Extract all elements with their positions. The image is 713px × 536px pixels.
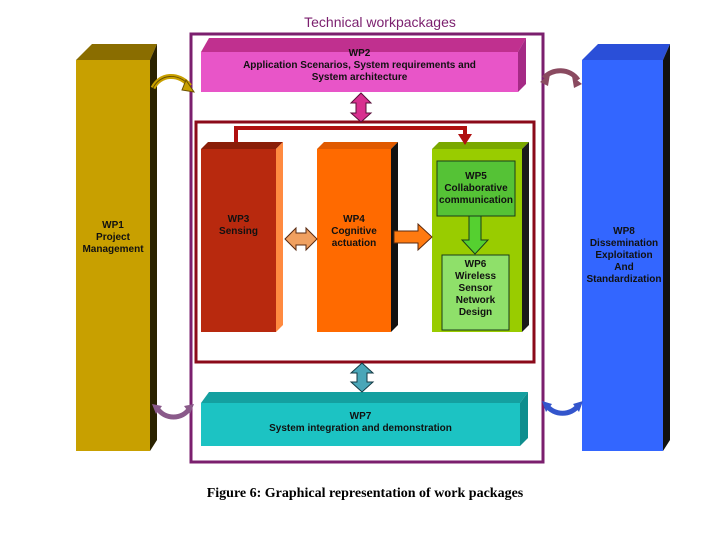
wp7-wp8-curved-arrow xyxy=(544,403,581,416)
wp4-to-wp5-arrow xyxy=(393,222,433,252)
wp8-block xyxy=(582,44,670,451)
wp1-label: WP1 Project Management xyxy=(76,220,150,256)
wp1-wp7-curved-arrow xyxy=(154,406,193,420)
wp6-box xyxy=(441,254,510,331)
wp5-label: WP5 Collaborative communication xyxy=(437,171,515,207)
wp5-id: WP5 xyxy=(465,171,487,182)
wp7-label: WP7 System integration and demonstration xyxy=(201,411,520,435)
technical-frame xyxy=(189,32,545,464)
wp5-to-wp6-arrow xyxy=(460,215,490,255)
wp4-label: WP4 Cognitive actuation xyxy=(317,214,391,250)
wp1-id: WP1 xyxy=(102,220,124,231)
wp4-block xyxy=(317,142,398,332)
wp2-label: WP2 Application Scenarios, System requir… xyxy=(201,48,518,84)
wp2-wp8-curved-arrow xyxy=(542,68,581,82)
wp2-block xyxy=(201,38,526,92)
wp2-inner-double-arrow xyxy=(349,92,373,123)
wp1-block xyxy=(76,44,157,451)
wp6-id: WP6 xyxy=(464,259,487,270)
wp3-wp4-double-arrow xyxy=(284,226,318,252)
inner-wp7-double-arrow xyxy=(349,362,375,393)
wp8-id: WP8 xyxy=(613,226,635,237)
wp2-id: WP2 xyxy=(348,48,371,59)
wp7-block xyxy=(201,392,528,446)
feedback-arrow xyxy=(234,126,467,142)
wp3-label: WP3 Sensing xyxy=(201,214,276,238)
inner-frame xyxy=(194,120,536,364)
wp3-id: WP3 xyxy=(227,214,250,225)
diagram-title: Technical workpackages xyxy=(304,14,456,30)
wp3-block xyxy=(201,142,283,332)
wp6-label: WP6 Wireless Sensor Network Design xyxy=(442,259,509,319)
wp7-id: WP7 xyxy=(349,411,372,422)
wp8-label: WP8 Dissemination Exploitation And Stand… xyxy=(578,226,670,286)
feedback-arrow-head xyxy=(458,134,472,145)
figure-caption: Figure 6: Graphical representation of wo… xyxy=(206,486,524,501)
wp4-id: WP4 xyxy=(343,214,365,225)
